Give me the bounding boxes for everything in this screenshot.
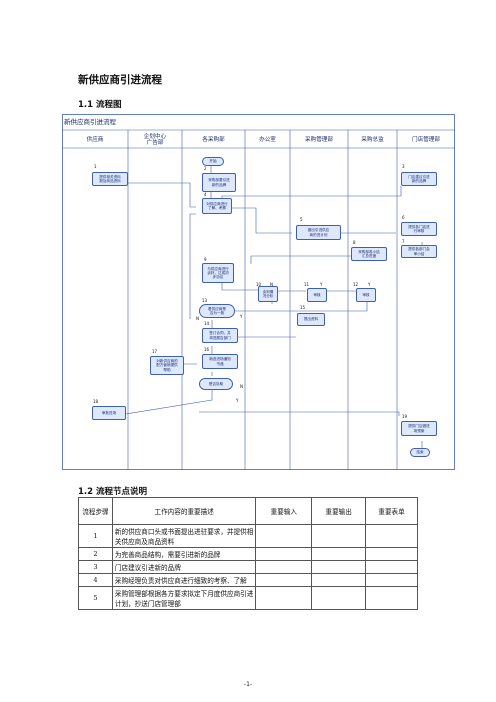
flow-number: 5: [300, 217, 303, 222]
step-form: [365, 586, 418, 610]
flow-number: 8: [353, 240, 356, 245]
column-header: 重要表单: [365, 497, 418, 525]
step-description: 门店建议引进新的品牌: [111, 560, 257, 574]
step-number: 4: [78, 573, 113, 587]
flow-node-14: 签订合同，并 将进展告部门: [202, 328, 238, 343]
step-form: [365, 524, 418, 548]
step-input: [255, 573, 313, 587]
table-row: 3 门店建议引进新的品牌: [78, 560, 418, 574]
flow-branch-label: Y: [320, 282, 323, 287]
flow-number: 9: [204, 257, 207, 262]
flow-node-20: 提供门店做进 场预案: [401, 421, 437, 436]
flow-node-10: 谈判情 况分析: [258, 286, 278, 302]
flow-number: 14: [204, 321, 210, 326]
table-row: 1 新的供应商口头或书面提出进驻要求，并提供相关供应商及商品资料: [78, 524, 418, 548]
step-output: [311, 524, 367, 548]
step-input: [255, 560, 313, 574]
flow-number: 4: [204, 192, 207, 197]
column-header: 重要输出: [311, 497, 367, 525]
flow-node-8: 采购部各小结 汇总进度: [351, 247, 387, 261]
step-form: [365, 560, 418, 574]
flow-number: 12: [353, 282, 359, 287]
lane-purchasing-director: 采购总监: [361, 136, 384, 143]
flow-start: 开始: [202, 157, 224, 166]
flow-number: 2: [204, 166, 207, 171]
flow-number: 11: [304, 282, 310, 287]
flow-branch-label: Y: [368, 282, 371, 287]
step-output: [311, 586, 367, 610]
flow-node-15: 提出资料: [297, 313, 325, 326]
section-heading-flowchart: 1.1 流程图: [78, 100, 122, 110]
flow-branch-label: Y: [236, 398, 239, 403]
page-number: -1-: [243, 681, 253, 688]
step-output: [311, 573, 367, 587]
flow-node-17: 对新供应商的 配方营销提供 帮助: [150, 356, 184, 375]
step-input: [255, 547, 313, 561]
lane-store-management: 门店管理部: [412, 136, 440, 143]
flow-number: 1: [94, 164, 97, 169]
flow-number: 17: [152, 349, 158, 354]
section-heading-node-description: 1.2 流程节点说明: [78, 487, 148, 497]
node-description-table: 流程步骤 工作内容的重要描述 重要输入 重要输出 重要表单 1 新的供应商口头或…: [78, 497, 418, 610]
step-description: 新的供应商口头或书面提出进驻要求，并提供相关供应商及商品资料: [111, 524, 257, 548]
column-header: 工作内容的重要描述: [111, 497, 257, 525]
flow-end: 结束: [410, 448, 430, 457]
flow-number: 10: [256, 282, 262, 287]
flow-node-5: 做出引进供应 商的进计划: [296, 225, 341, 240]
flow-number: 13: [202, 298, 208, 303]
flow-number: 7: [402, 239, 405, 244]
column-header: 重要输入: [255, 497, 313, 525]
column-header: 流程步骤: [78, 497, 113, 525]
document-title: 新供应商引进流程: [78, 74, 162, 86]
flowchart-title: 新供应商引进流程: [64, 118, 116, 126]
lane-planning-advertising: 企划中心 广告部: [143, 133, 167, 146]
flow-number: 3: [402, 164, 405, 169]
flow-node-9: 与供应商进行 谈判，达成初 步协议: [202, 263, 234, 283]
step-description: 为完善商品结构，需要引进新的品牌: [111, 547, 257, 561]
table-header-row: 流程步骤 工作内容的重要描述 重要输入 重要输出 重要表单: [78, 497, 418, 525]
step-number: 3: [78, 560, 113, 574]
flow-node-11: 审核: [307, 288, 327, 302]
flow-node-1: 提供相关资料 报及商品资料: [92, 172, 128, 186]
flow-node-3: 门店建议引进 新的品牌: [401, 172, 437, 186]
lane-office: 办公室: [259, 136, 276, 143]
flowchart-grid: [62, 114, 455, 470]
step-input: [255, 524, 313, 548]
flow-node-19: 审批进场: [92, 406, 126, 420]
flow-branch-label: N: [240, 384, 243, 389]
table-row: 2 为完善商品结构，需要引进新的品牌: [78, 547, 418, 561]
flow-decision-18: 是否协助: [199, 378, 233, 390]
step-output: [311, 560, 367, 574]
flow-number: 16: [204, 347, 210, 352]
step-number: 5: [78, 586, 113, 610]
lane-purchasing-management: 采购管理部: [305, 136, 333, 143]
flow-node-7: 提供各部门会 审小结: [401, 245, 437, 258]
flow-number: 15: [300, 305, 306, 310]
step-input: [255, 586, 313, 610]
flow-node-4: 对供应商进行 了解、考察: [202, 198, 232, 214]
flow-decision-13: 看供应商是 否为一致: [199, 304, 235, 318]
lane-purchasing-departments: 各采购部: [202, 136, 225, 143]
flow-node-16: 新选进场通知 书递: [202, 354, 238, 369]
step-number: 1: [78, 524, 113, 548]
flow-branch-label: N: [270, 282, 273, 287]
table-row: 5 采购管理部根据各方要求拟定下月度供应商引进计划，抄送门店管理部: [78, 586, 418, 610]
flow-node-12: 审核: [356, 288, 376, 302]
flow-branch-label: N: [196, 316, 199, 321]
table-row: 4 采购经理负责对供应商进行细致的考察、了解: [78, 573, 418, 587]
step-output: [311, 547, 367, 561]
step-form: [365, 547, 418, 561]
step-description: 采购管理部根据各方要求拟定下月度供应商引进计划，抄送门店管理部: [111, 586, 257, 610]
flow-number: 19: [402, 414, 408, 419]
step-form: [365, 573, 418, 587]
flow-number: 6: [402, 215, 405, 220]
flow-branch-label: Y: [240, 314, 243, 319]
step-description: 采购经理负责对供应商进行细致的考察、了解: [111, 573, 257, 587]
step-number: 2: [78, 547, 113, 561]
flow-node-6: 提供各门店进 行审核: [401, 222, 437, 236]
flow-node-2: 采购部要引进 新的品牌: [202, 173, 236, 192]
lane-supplier: 供应商: [86, 136, 104, 143]
flow-number: 18: [93, 399, 99, 404]
